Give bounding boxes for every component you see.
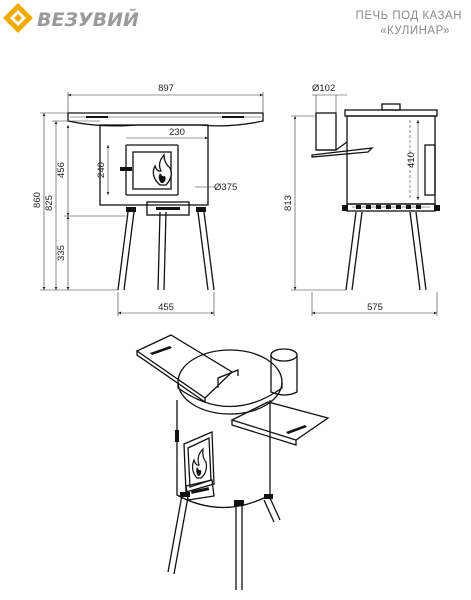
dim-body-height: 456 (56, 162, 67, 178)
title-line-1: ПЕЧЬ ПОД КАЗАН (356, 10, 462, 22)
dim-leg-height: 335 (56, 245, 67, 261)
dim-legs-span: 455 (158, 302, 174, 313)
dim-diameter: Ø375 (214, 182, 237, 193)
shelf-handle-right (286, 425, 307, 434)
flame-icon (152, 153, 172, 186)
dim-door-height: 240 (96, 162, 107, 178)
dim-side-height: 813 (283, 195, 294, 211)
iso-flame-icon (191, 447, 208, 479)
dim-width-total: 897 (158, 83, 174, 94)
dim-total-height: 860 (32, 192, 43, 208)
dim-depth: 575 (367, 302, 383, 313)
brand-header: ВЕЗУВИЙ (3, 3, 139, 33)
product-title: ПЕЧЬ ПОД КАЗАН «КУЛИНАР» (356, 10, 462, 37)
dim-chimney-diameter: Ø102 (312, 83, 335, 94)
dim-inner-height: 410 (406, 152, 417, 168)
brand-logo-icon (3, 3, 33, 33)
dim-opening-width: 230 (169, 127, 185, 138)
front-view: 897 230 240 Ø375 860 825 456 335 455 (32, 83, 264, 316)
brand-name: ВЕЗУВИЙ (37, 8, 139, 31)
side-view: Ø102 410 813 575 (283, 83, 440, 316)
dim-top-height: 825 (44, 195, 55, 211)
title-line-2: «КУЛИНАР» (380, 25, 450, 37)
shelf-handle-left (150, 346, 172, 355)
isometric-view (135, 334, 330, 590)
